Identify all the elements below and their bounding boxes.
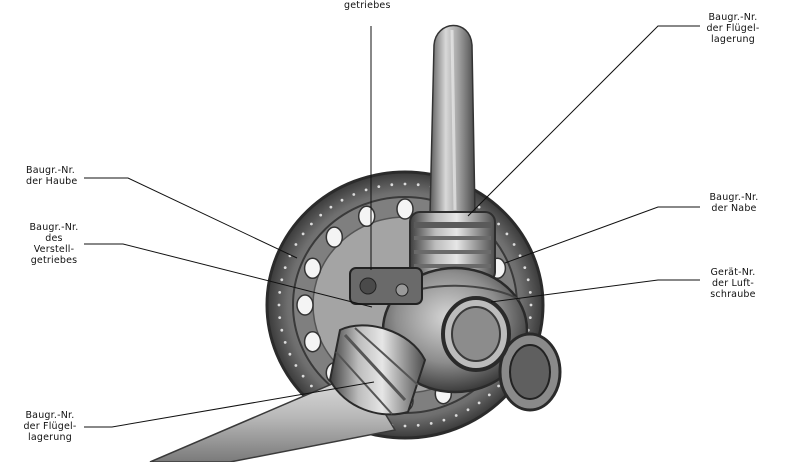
rim-rivet (454, 414, 458, 417)
rim-rivet (294, 243, 298, 246)
label-fluegel-top: Baugr.-Nr. der Flügel- lagerung (706, 12, 760, 45)
leader-haube (84, 177, 298, 259)
rim-rivet (512, 243, 516, 246)
label-verstellgetriebe: Baugr.-Nr. des Verstell- getriebes (29, 222, 79, 266)
leader-fluegel-bottom (84, 381, 375, 428)
rim-rivet (497, 222, 500, 226)
rim-rivet (301, 232, 305, 236)
rim-rivet (294, 364, 298, 367)
rim-rivet (277, 303, 281, 307)
rim-rivet (477, 205, 481, 209)
disc-hole (303, 257, 322, 280)
rim-rivet (403, 182, 407, 186)
rim-rivet (280, 278, 284, 282)
leader-fluegel-top (467, 25, 700, 217)
rim-rivet (523, 266, 527, 269)
label-getriebes: getriebes (344, 0, 391, 11)
disc-hole (303, 330, 322, 353)
blade-top (429, 24, 476, 216)
rim-rivet (526, 278, 530, 282)
blade-sleeve-right (498, 332, 562, 412)
leader-verstellgetriebe (84, 243, 373, 308)
rim-rivet (403, 424, 407, 428)
disc-hole (296, 294, 314, 316)
rim-rivet (528, 316, 532, 319)
rim-rivet (429, 422, 433, 425)
rim-rivet (280, 328, 284, 332)
rim-rivet (283, 266, 287, 269)
leader-luftschraube (490, 279, 700, 303)
rim-rivet (497, 384, 500, 388)
disc-hole (357, 205, 376, 228)
blade-bottom-left (149, 324, 427, 462)
rim-rivet (390, 183, 394, 187)
leader-lines (84, 25, 700, 428)
rim-rivet (278, 291, 282, 294)
rim-rivet (288, 352, 292, 356)
disc-hole (325, 226, 344, 248)
rim-rivet (377, 185, 381, 189)
rim-rivet (310, 222, 313, 226)
rim-rivet (487, 393, 491, 397)
rim-rivet (329, 205, 333, 209)
rim-rivet (310, 384, 313, 388)
rim-rivet (505, 232, 509, 236)
hub-front-opening (441, 296, 511, 372)
rim-rivet (518, 254, 522, 258)
rim-rivet (278, 316, 282, 319)
label-nabe: Baugr.-Nr. der Nabe (709, 192, 759, 214)
label-fluegel-bottom: Baugr.-Nr. der Flügel- lagerung (23, 410, 77, 443)
rim-rivet (528, 291, 532, 294)
rim-rivet (416, 183, 420, 187)
rim-rivet (283, 341, 287, 344)
rim-rivet (319, 213, 323, 217)
label-haube: Baugr.-Nr. der Haube (26, 165, 78, 187)
leader-nabe (504, 206, 700, 264)
rim-rivet (529, 303, 533, 307)
rim-rivet (364, 188, 368, 192)
rim-rivet (477, 401, 481, 405)
rim-rivet (466, 408, 470, 412)
rim-rivet (442, 418, 446, 422)
rim-rivet (352, 193, 356, 196)
rim-rivet (301, 374, 305, 378)
rim-rivet (416, 423, 420, 427)
rim-rivet (340, 198, 344, 202)
label-luftschraube: Gerät-Nr. der Luft- schraube (710, 267, 756, 300)
disc-hole (396, 198, 414, 220)
